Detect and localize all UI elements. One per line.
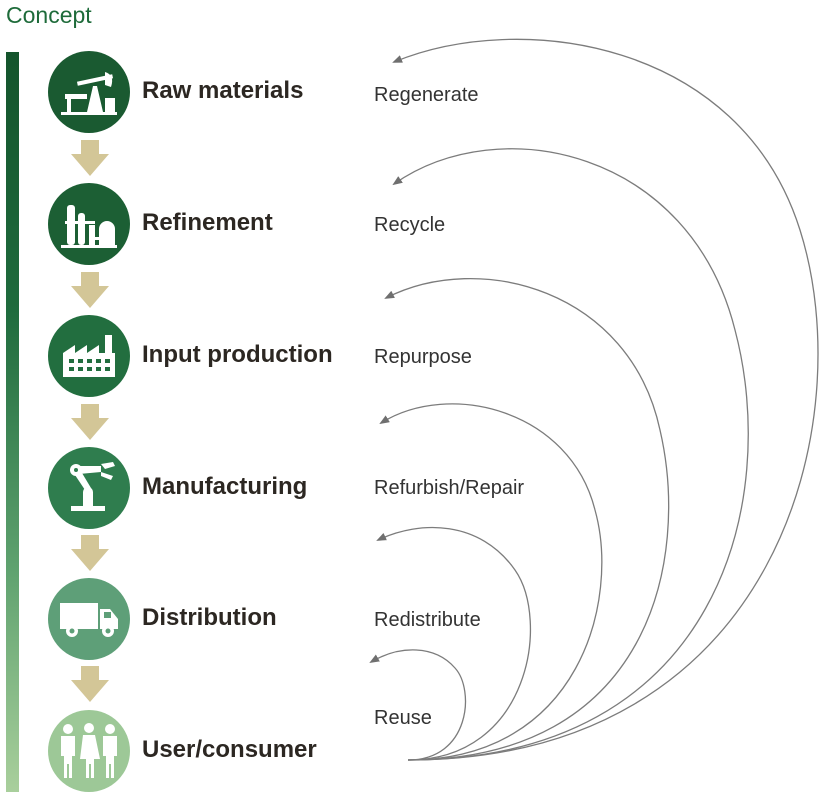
raw-materials-circle — [48, 51, 130, 133]
loop-arc-recycle — [392, 148, 749, 761]
robot-arm-icon — [70, 462, 115, 511]
refinery-icon — [61, 205, 117, 248]
loop-label-redistribute: Redistribute — [374, 609, 481, 631]
input-production-circle — [48, 315, 130, 397]
loop-arc-refurbish — [379, 403, 603, 761]
stage-user-consumer-label: User/consumer — [142, 736, 317, 763]
manufacturing-circle — [48, 447, 130, 529]
loop-arc-reuse — [369, 649, 467, 761]
stage-input-production-label: Input production — [142, 341, 333, 368]
loop-label-recycle: Recycle — [374, 214, 446, 236]
loop-label-refurbish-repair: Refurbish/Repair — [374, 477, 525, 499]
diagram-title: Concept — [6, 2, 92, 28]
oil-pump-icon — [61, 72, 117, 115]
down-arrow-3 — [71, 404, 109, 440]
factory-icon — [63, 335, 115, 377]
loop-arc-regenerate — [392, 38, 819, 761]
loop-label-reuse: Reuse — [374, 707, 432, 729]
stage-distribution-label: Distribution — [142, 604, 277, 631]
loop-label-repurpose: Repurpose — [374, 346, 472, 368]
down-arrow-5 — [71, 666, 109, 702]
loop-arc-repurpose — [384, 278, 670, 761]
stage-manufacturing-label: Manufacturing — [142, 473, 308, 500]
distribution-circle — [48, 578, 130, 660]
concept-gradient-bar — [6, 52, 19, 792]
refinement-circle — [48, 183, 130, 265]
loop-label-regenerate: Regenerate — [374, 84, 479, 106]
loop-arc-redistribute — [376, 526, 531, 761]
stage-refinement-label: Refinement — [142, 209, 273, 236]
down-arrow-1 — [71, 140, 109, 176]
down-arrow-2 — [71, 272, 109, 308]
stage-raw-materials-label: Raw materials — [142, 77, 304, 104]
delivery-truck-icon — [60, 603, 118, 637]
people-icon — [61, 723, 117, 778]
user-consumer-circle — [48, 710, 130, 792]
down-arrow-4 — [71, 535, 109, 571]
